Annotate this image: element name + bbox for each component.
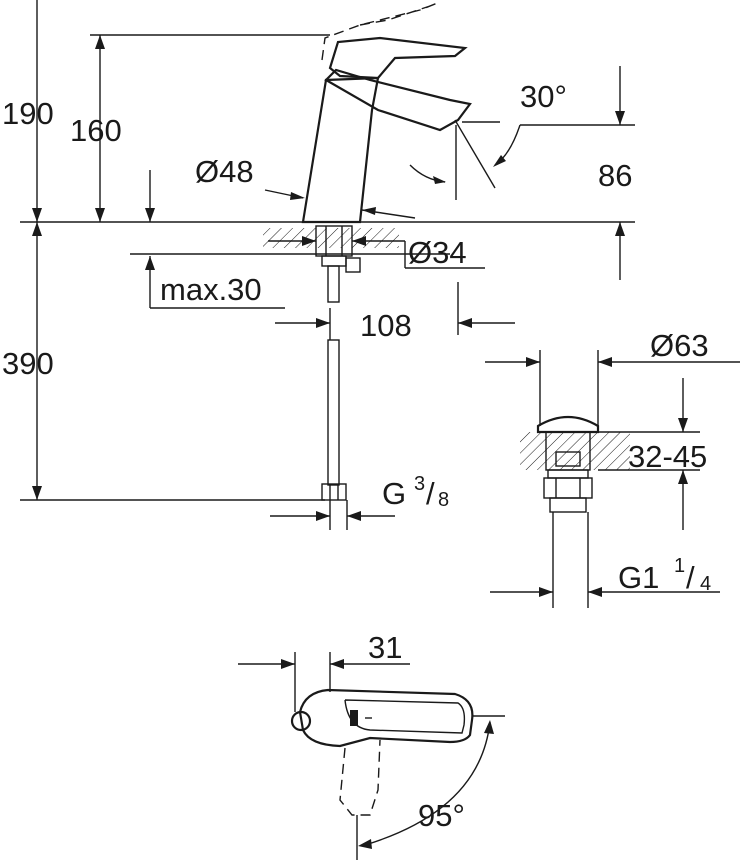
label-waste-thread: G1 [618,560,659,595]
label-max-deck: max.30 [160,272,262,307]
top-lever-rotated [339,739,381,816]
label-waste-thread-den: 4 [700,573,711,595]
label-body-diameter: Ø48 [195,154,254,189]
label-spout-drop: 86 [598,158,632,193]
label-hole-diameter: Ø34 [408,235,467,270]
top-indicator [350,710,358,726]
label-hose-thread-num: 3 [414,473,425,495]
faucet-top-view: 31 95° [238,630,505,860]
waste-deck-hatch [520,432,630,470]
supply-hose [321,265,347,501]
fraction-slash: / [426,476,435,511]
label-spout-angle: 30° [520,79,567,114]
faucet-lever [328,36,468,80]
label-overall-height: 190 [2,96,54,131]
waste-cap [536,416,600,434]
faucet-body [301,76,380,224]
faucet-spout [324,68,472,132]
label-hose-thread: G [382,476,406,511]
label-waste-diameter: Ø63 [650,328,709,363]
label-hose-thread-den: 8 [438,489,449,511]
label-hose-length: 390 [2,346,54,381]
label-waste-thread-num: 1 [674,555,685,577]
faucet-side-view: 190 160 30° 86 Ø48 Ø34 max.30 108 390 G … [2,0,635,530]
deck-hatch [263,228,399,248]
top-lever [298,688,474,748]
waste-valve-view: Ø63 32-45 G1 1 / 4 [485,328,740,608]
label-projection: 108 [360,308,412,343]
label-spout-height: 160 [70,113,122,148]
label-lever-rotation: 95° [418,798,465,833]
label-waste-range: 32-45 [628,439,707,474]
label-lever-offset: 31 [368,630,402,665]
top-pivot [290,710,312,732]
fraction-slash-2: / [686,560,695,595]
lever-open-position [321,1,441,61]
